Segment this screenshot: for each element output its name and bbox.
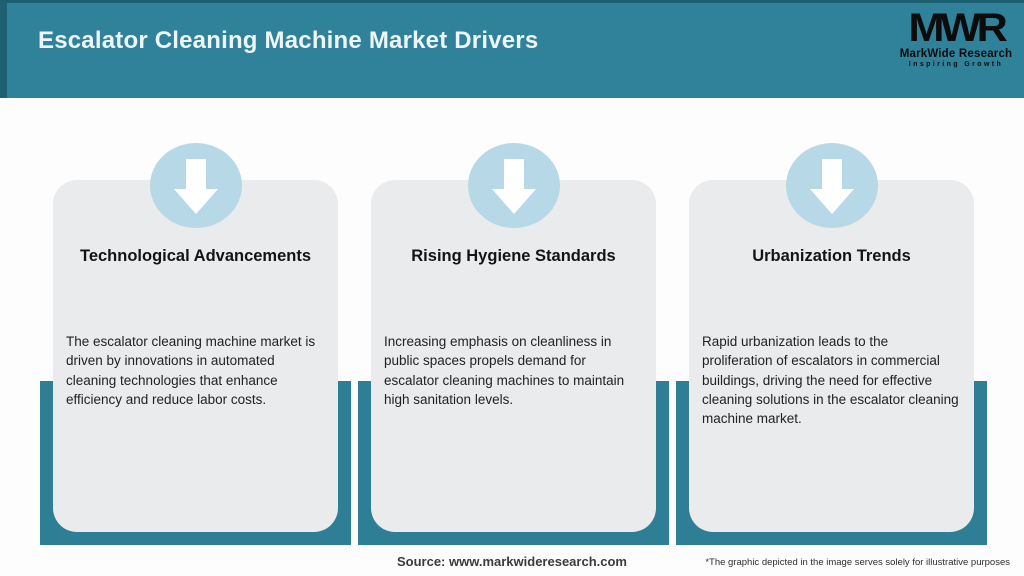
disclaimer-text: *The graphic depicted in the image serve… (705, 557, 1010, 568)
driver-card-technological-advancements: Technological Advancements The escalator… (40, 143, 351, 545)
card-body: Rapid urbanization leads to the prolifer… (702, 334, 959, 427)
down-arrow-icon (785, 143, 878, 228)
down-arrow-icon (467, 143, 560, 228)
markwide-logo: MWR MarkWide Research Inspiring Growth (894, 8, 1018, 68)
logo-monogram: MWR (908, 6, 1007, 50)
page-title: Escalator Cleaning Machine Market Driver… (38, 27, 539, 54)
card-title: Technological Advancements (79, 247, 312, 265)
card-title: Urbanization Trends (752, 247, 911, 265)
driver-card-rising-hygiene-standards: Rising Hygiene Standards Increasing emph… (358, 143, 669, 545)
logo-name: MarkWide Research (899, 48, 1013, 60)
card-panel: Rising Hygiene Standards Increasing emph… (371, 143, 656, 532)
header-bar: Escalator Cleaning Machine Market Driver… (0, 0, 1024, 98)
driver-card-urbanization-trends: Urbanization Trends Rapid urbanization l… (676, 143, 987, 545)
card-panel: Technological Advancements The escalator… (53, 143, 338, 532)
card-body: Increasing emphasis on cleanliness in pu… (384, 334, 625, 407)
logo-tagline: Inspiring Growth (908, 61, 1004, 68)
card-panel: Urbanization Trends Rapid urbanization l… (689, 143, 974, 532)
down-arrow-icon (149, 143, 242, 228)
source-text: Source: www.markwideresearch.com (396, 554, 627, 569)
card-body: The escalator cleaning machine market is… (66, 334, 316, 407)
card-title: Rising Hygiene Standards (411, 247, 616, 265)
